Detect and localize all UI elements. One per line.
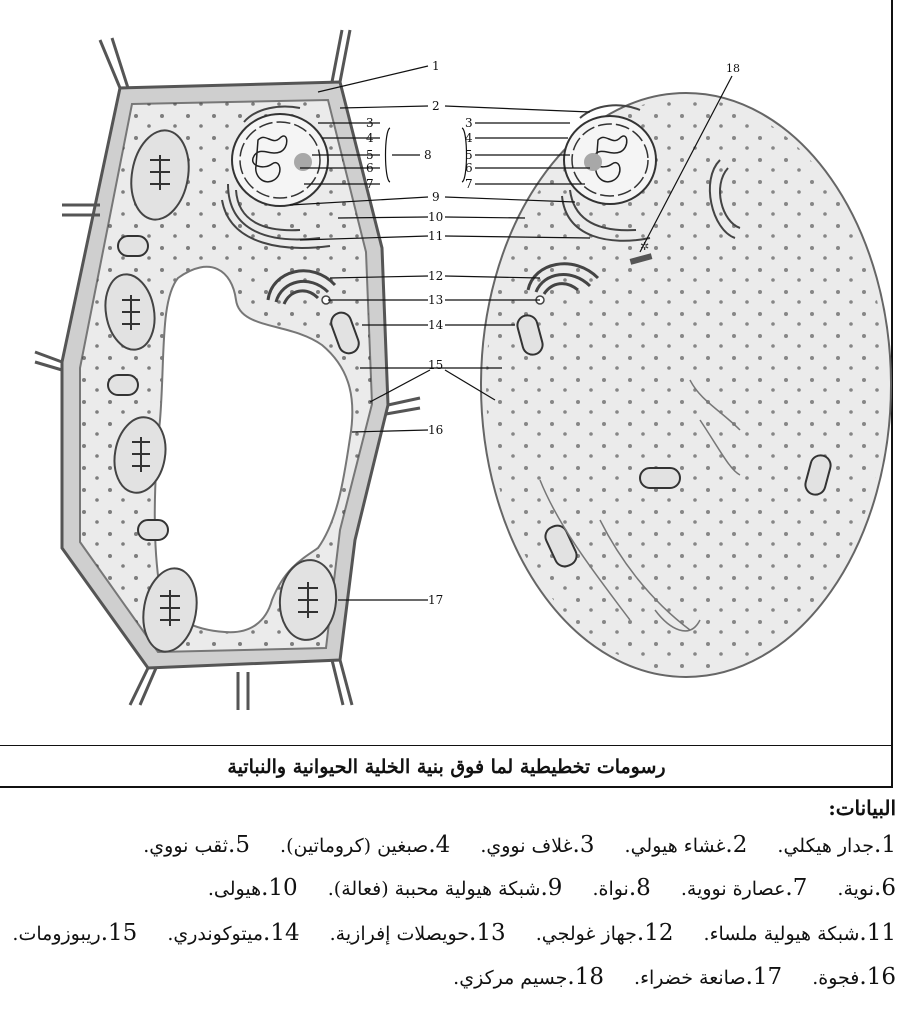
legend-item: 17.صانعة خضراء. <box>634 964 783 990</box>
legend-item: 1.جدار هيكلي. <box>777 832 896 858</box>
legend-line-3: 11.شبكة هيولية ملساء. 12.جهاز غولجي. 13.… <box>0 920 896 946</box>
figure-caption: رسومات تخطيطية لما فوق بنية الخلية الحيو… <box>0 745 893 787</box>
legend-item: 9.شبكة هيولية محببة (فعالة). <box>327 875 563 901</box>
animal-label-6: 6 <box>465 161 473 175</box>
legend-line-2: 6.نوية. 7.عصارة نووية. 8.نواة. 9.شبكة هي… <box>184 875 896 901</box>
legend-item: 16.فجوة. <box>812 964 896 990</box>
label-9: 9 <box>432 190 440 204</box>
plant-mitochondria <box>107 235 360 541</box>
label-6: 6 <box>366 161 374 175</box>
legend-item: 12.جهاز غولجي. <box>535 920 674 946</box>
animal-label-5: 5 <box>465 148 473 162</box>
label-1: 1 <box>432 59 440 73</box>
legend-item: 7.عصارة نووية. <box>680 875 808 901</box>
label-11: 11 <box>428 229 443 243</box>
plant-labels: 1 2 3 4 5 6 7 8 9 10 11 12 13 14 15 16 1… <box>366 59 444 607</box>
animal-label-3: 3 <box>465 116 473 130</box>
animal-cell: ✲ <box>480 92 892 678</box>
legend-item: 6.نوية. <box>837 875 896 901</box>
label-17: 17 <box>428 593 443 607</box>
legend-item: 13.حويصلات إفرازية. <box>329 920 506 946</box>
legend-item: 4.صبغين (كروماتين). <box>280 832 451 858</box>
svg-text:✲: ✲ <box>640 240 649 253</box>
animal-er <box>561 104 741 242</box>
legend-item: 3.غلاف نووي. <box>480 832 595 858</box>
animal-nucleus <box>563 115 657 205</box>
label-2: 2 <box>432 99 440 113</box>
legend-item: 18.جسيم مركزي. <box>453 964 604 990</box>
label-3: 3 <box>366 116 374 130</box>
cell-diagram: ✲ 1 2 <box>34 29 892 710</box>
plant-cell <box>34 29 421 710</box>
adjacent-walls <box>34 29 421 710</box>
label-5: 5 <box>366 148 374 162</box>
legend-title: البيانات: <box>828 796 896 820</box>
leader-lines <box>289 65 733 601</box>
label-10: 10 <box>428 210 443 224</box>
label-18: 18 <box>726 62 740 75</box>
plant-nucleus <box>231 113 329 207</box>
plant-er <box>221 105 331 249</box>
label-14: 14 <box>428 318 444 332</box>
legend-item: 2.غشاء هيولي. <box>624 832 748 858</box>
legend-item: 14.ميتوكوندري. <box>167 920 300 946</box>
legend-item: 15.ريبوزومات. <box>12 920 138 946</box>
label-12: 12 <box>428 269 443 283</box>
legend-item: 10.هيولى. <box>207 875 298 901</box>
centrosome: ✲ <box>629 240 653 265</box>
legend-item: 11.شبكة هيولية ملساء. <box>703 920 896 946</box>
label-15: 15 <box>428 358 443 372</box>
plant-golgi <box>266 269 337 305</box>
legend-item: 5.ثقب نووي. <box>143 832 250 858</box>
label-8: 8 <box>424 148 432 162</box>
label-7: 7 <box>366 177 374 191</box>
figure-frame <box>0 0 893 788</box>
animal-smooth-er <box>539 379 741 632</box>
legend-item: 8.نواة. <box>592 875 651 901</box>
animal-label-4: 4 <box>465 131 473 145</box>
label-16: 16 <box>428 423 443 437</box>
animal-labels: 3 4 5 6 7 18 <box>465 62 740 191</box>
label-13: 13 <box>428 293 443 307</box>
legend-line-4: 16.فجوة. 17.صانعة خضراء. 18.جسيم مركزي. <box>429 964 896 990</box>
animal-golgi <box>526 262 600 305</box>
legend-line-1: 1.جدار هيكلي. 2.غشاء هيولي. 3.غلاف نووي.… <box>119 832 896 858</box>
animal-label-7: 7 <box>465 177 473 191</box>
animal-mitochondria <box>516 314 832 568</box>
label-4: 4 <box>366 131 374 145</box>
